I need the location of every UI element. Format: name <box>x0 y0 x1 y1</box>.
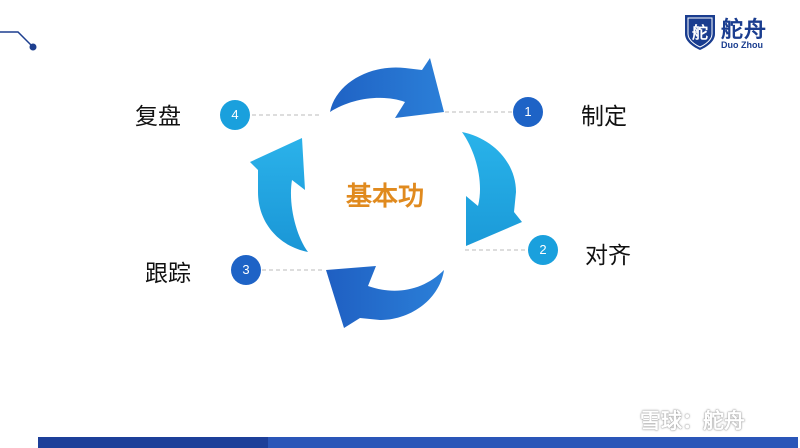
footer-bar-right <box>268 437 798 448</box>
arrow-left <box>250 138 308 252</box>
arrow-top <box>330 58 444 118</box>
shield-char: 舵 <box>692 23 708 42</box>
arrow-bottom <box>326 266 444 328</box>
brand-logo: 舵 舵舟 Duo Zhou <box>683 12 783 54</box>
step-badge-2: 2 <box>528 235 558 265</box>
footer-bar <box>38 437 798 448</box>
step-badge-4: 4 <box>220 100 250 130</box>
step-badge-3: 3 <box>231 255 261 285</box>
arrow-right <box>462 132 522 246</box>
brand-name-en: Duo Zhou <box>721 40 763 50</box>
step-label-2: 对齐 <box>585 242 631 268</box>
footer-bar-left <box>38 437 268 448</box>
brand-name: 舵舟 <box>721 17 768 42</box>
step-badge-1: 1 <box>513 97 543 127</box>
center-title: 基本功 <box>345 181 424 211</box>
corner-decoration-line <box>0 31 37 51</box>
step-label-3: 跟踪 <box>145 260 191 286</box>
step-label-1: 制定 <box>581 103 627 129</box>
watermark-text: 雪球：舵舟 <box>640 410 745 433</box>
shield-icon: 舵 <box>685 15 715 50</box>
step-label-4: 复盘 <box>135 103 181 129</box>
